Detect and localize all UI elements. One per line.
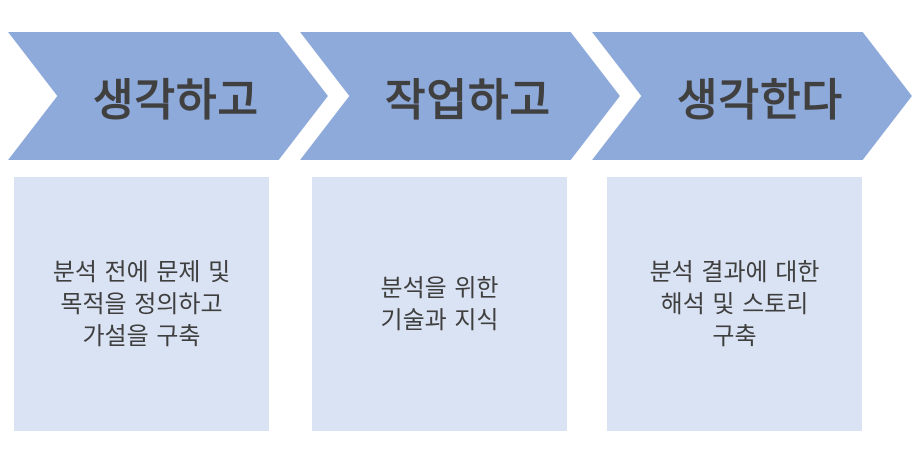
- step-3-description-box: 분석 결과에 대한 해석 및 스토리 구축: [607, 177, 862, 431]
- step-1-description: 분석 전에 문제 및 목적을 정의하고 가설을 구축: [53, 256, 230, 352]
- step-1-title: 생각하고: [93, 75, 259, 126]
- step-3-description-line: 분석 결과에 대한: [649, 258, 820, 286]
- step-3-description-line: 해석 및 스토리: [660, 290, 809, 318]
- step-1-description-line: 분석 전에 문제 및: [52, 258, 231, 286]
- step-3-chevron: 생각한다: [592, 32, 912, 160]
- step-2-title: 작업하고: [385, 75, 551, 126]
- step-2-description-line: 분석을 위한: [380, 274, 499, 302]
- step-3-title: 생각한다: [677, 75, 843, 126]
- step-2-description: 분석을 위한 기술과 지식: [380, 272, 498, 336]
- step-1-chevron: 생각하고: [8, 32, 328, 160]
- step-2-description-line: 기술과 지식: [380, 306, 499, 334]
- step-3-description-line: 구축: [712, 322, 757, 350]
- step-1-description-line: 목적을 정의하고: [60, 290, 223, 318]
- step-1-description-line: 가설을 구축: [82, 322, 201, 350]
- step-1-description-box: 분석 전에 문제 및 목적을 정의하고 가설을 구축: [14, 177, 269, 431]
- step-2-description-box: 분석을 위한 기술과 지식: [312, 177, 567, 431]
- step-2-chevron: 작업하고: [300, 32, 620, 160]
- step-3-description: 분석 결과에 대한 해석 및 스토리 구축: [650, 256, 820, 352]
